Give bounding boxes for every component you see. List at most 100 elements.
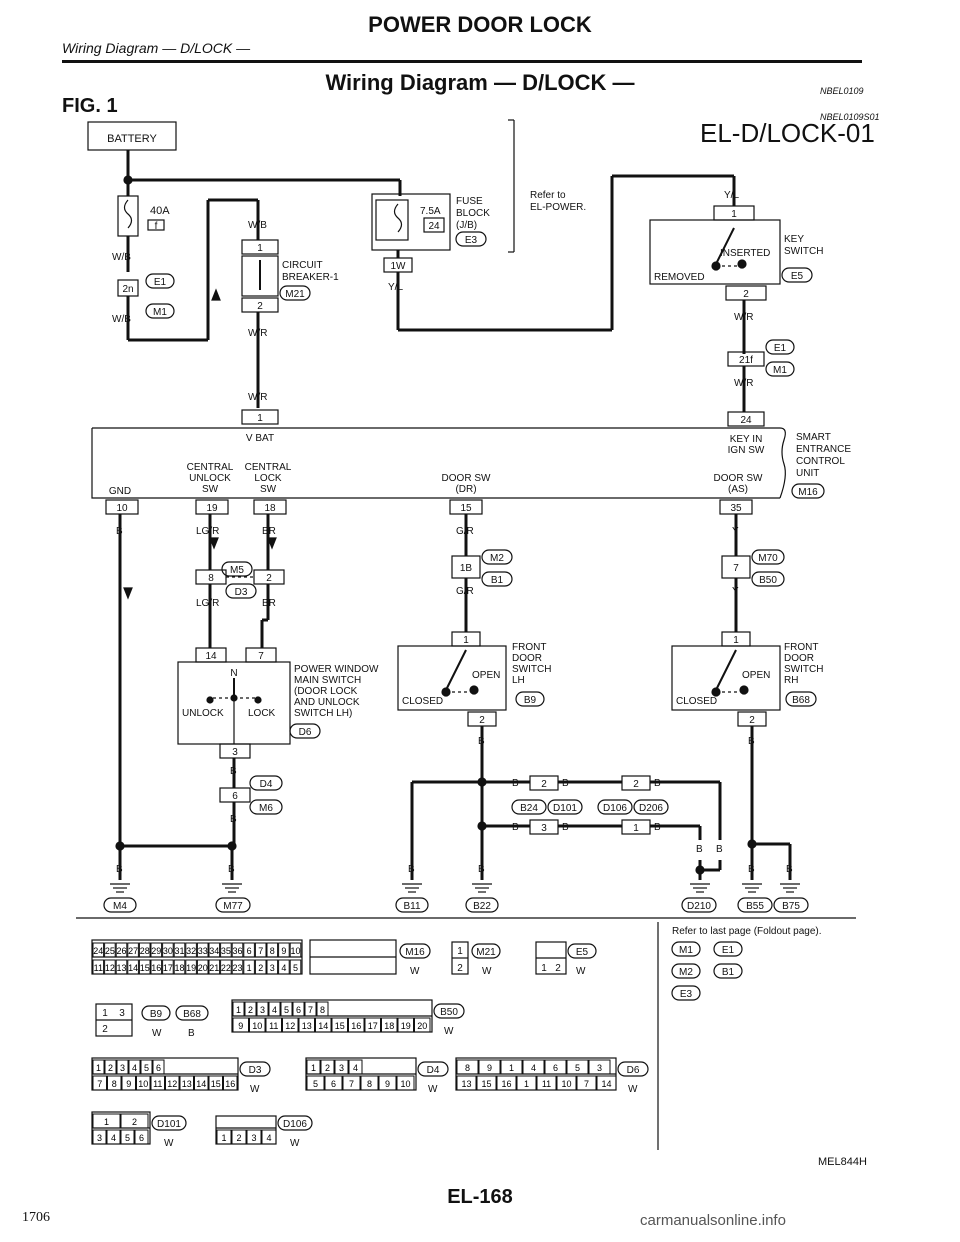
cavity-cell [289,942,302,958]
cavity-number: 4 [111,1133,116,1143]
cavity-cell [243,942,255,958]
cavity-cell [92,942,105,958]
cavity-cell [121,1075,136,1091]
legend-e5-id: E5 [576,947,589,958]
key-switch-label-2: SWITCH [784,246,823,257]
cavity-cell [208,942,221,958]
cavity-number: 18 [384,1021,394,1031]
terminal-21f: 21f [739,355,753,366]
smart-label-1: SMART [796,432,831,443]
key-switch-box [649,219,781,285]
cavity-cell [150,1075,165,1091]
fdlh-label-4: LH [512,675,525,686]
legend-b50-id: B50 [440,1007,458,1018]
cavity-number: 16 [225,1079,235,1089]
cavity-number: 1 [104,1117,109,1127]
terminal-3: 3 [232,747,238,758]
cb-terminal-1: 1 [257,243,263,254]
fdrh-label-1: FRONT [784,642,818,653]
cavity-number: 2 [108,1063,113,1073]
connector-d101: D101 [553,803,577,814]
legend-e1: E1 [722,945,735,956]
legend-e3: E3 [680,989,693,1000]
fdrh-terminal-2: 2 [749,715,755,726]
door-sw-as-label-1: DOOR SW [714,473,763,484]
cavity-cell [456,1075,477,1091]
connector-d206: D206 [639,803,663,814]
terminal-1b: 1B [460,563,473,574]
wire-wr-1: W/R [248,328,267,339]
cavity-cell [348,1059,363,1075]
cavity-number: 5 [313,1079,318,1089]
cavity-cell [261,1129,277,1145]
cavity-cell [331,1017,348,1033]
cavity-number: 6 [553,1063,558,1073]
cavity-cell [266,942,279,958]
wire-gr-1: G/R [456,526,474,537]
wire-b-j7: B [696,844,703,855]
legend-d106-id: D106 [283,1119,307,1130]
ground-d210: D210 [687,901,711,912]
cavity-number: 10 [290,946,300,956]
cavity-number: 17 [163,963,173,973]
figure-label: FIG. 1 [62,95,118,117]
cavity-cell [364,1017,381,1033]
vbat-terminal: 1 [257,413,263,424]
cavity-number: 2 [236,1133,241,1143]
connector-d6: D6 [299,727,312,738]
wire-b-j8: B [716,844,723,855]
connector-b1: B1 [491,575,504,586]
terminal-2n: 2n [122,284,133,295]
cavity-cell [265,1017,282,1033]
cavity-cell [292,1001,305,1017]
cavity-number: 4 [353,1063,358,1073]
wire-wr-2: W/R [248,392,267,403]
terminal-7: 7 [258,651,264,662]
cavity-cell [249,1017,266,1033]
ground-b11: B11 [403,901,420,912]
cavity-number: 6 [331,1079,336,1089]
cavity-cell [150,959,163,975]
cavity-cell [544,1059,567,1075]
cavity-number: 3 [97,1133,102,1143]
cavity-cell [220,942,232,958]
cavity-number: 4 [281,963,286,973]
central-lock-label-1: CENTRAL [245,462,292,473]
wire-b-m77: B [228,864,235,875]
connector-d106: D106 [603,803,627,814]
cavity-number: 30 [163,946,173,956]
key-switch-label-1: KEY [784,234,804,245]
cavity-number: 9 [487,1063,492,1073]
terminal-24: 24 [740,415,752,426]
junction-terminal-2b: 2 [633,779,639,790]
wire-b-b55: B [748,864,755,875]
cavity-number: 9 [126,1079,131,1089]
cavity-cell [232,1001,245,1017]
legend-d3-color: W [250,1084,260,1095]
door-sw-dr-label-1: DOOR SW [442,473,491,484]
cavity-cell [136,1075,151,1091]
diagram-title: Wiring Diagram — D/LOCK — [325,70,635,95]
cavity-number: 23 [232,963,242,973]
connector-m6: M6 [259,803,273,814]
cavity-cell [115,942,128,958]
legend-d4-color: W [428,1084,438,1095]
cavity-number: 6 [296,1005,301,1015]
cavity-cell [231,1129,247,1145]
cavity-number: 8 [270,946,275,956]
legend-e5-color: W [576,966,586,977]
cavity-cell [476,1075,497,1091]
cavity-number: 13 [116,963,126,973]
legend-d4-id: D4 [427,1065,440,1076]
cavity-number: 14 [318,1021,328,1031]
cavity-cell [165,1075,180,1091]
cavity-number: 15 [140,963,150,973]
cavity-number: 6 [156,1063,161,1073]
cavity-cell [232,1017,249,1033]
pws-label-3: (DOOR LOCK [294,686,358,697]
wire-y-1: Y [732,526,739,537]
cavity-number: 33 [198,946,208,956]
key-inserted-label: INSERTED [720,248,770,259]
